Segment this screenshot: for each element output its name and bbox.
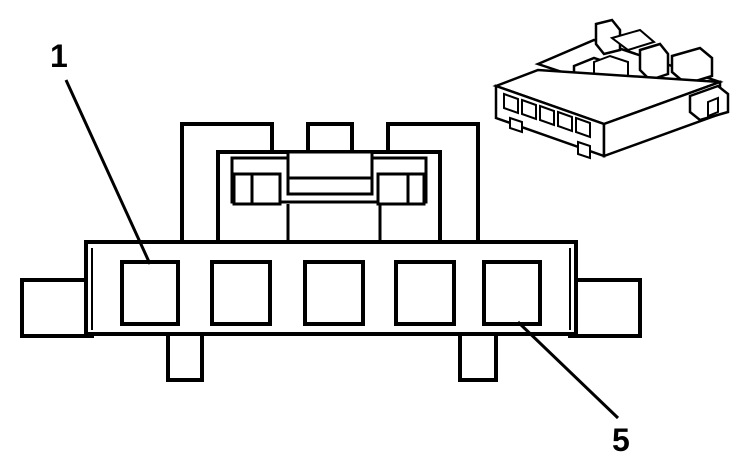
locking-tower [180, 122, 480, 248]
left-ear [20, 278, 94, 338]
leader-line-1 [64, 79, 152, 265]
bottom-key-right [458, 328, 498, 382]
connector-end-view [20, 122, 642, 382]
cavity-5 [482, 260, 542, 326]
cavity-1 [120, 260, 180, 326]
callout-label-1: 1 [50, 38, 68, 74]
callout-1: 1 [50, 38, 152, 265]
callout-label-5: 5 [612, 422, 630, 458]
bottom-key-left [166, 328, 204, 382]
cavity-2 [210, 260, 272, 326]
leader-line-5 [516, 320, 620, 420]
callout-5: 5 [516, 320, 630, 458]
connector-iso-view [492, 18, 730, 160]
cavity-4 [394, 260, 456, 326]
right-ear [568, 278, 642, 338]
cavity-3 [303, 260, 365, 326]
